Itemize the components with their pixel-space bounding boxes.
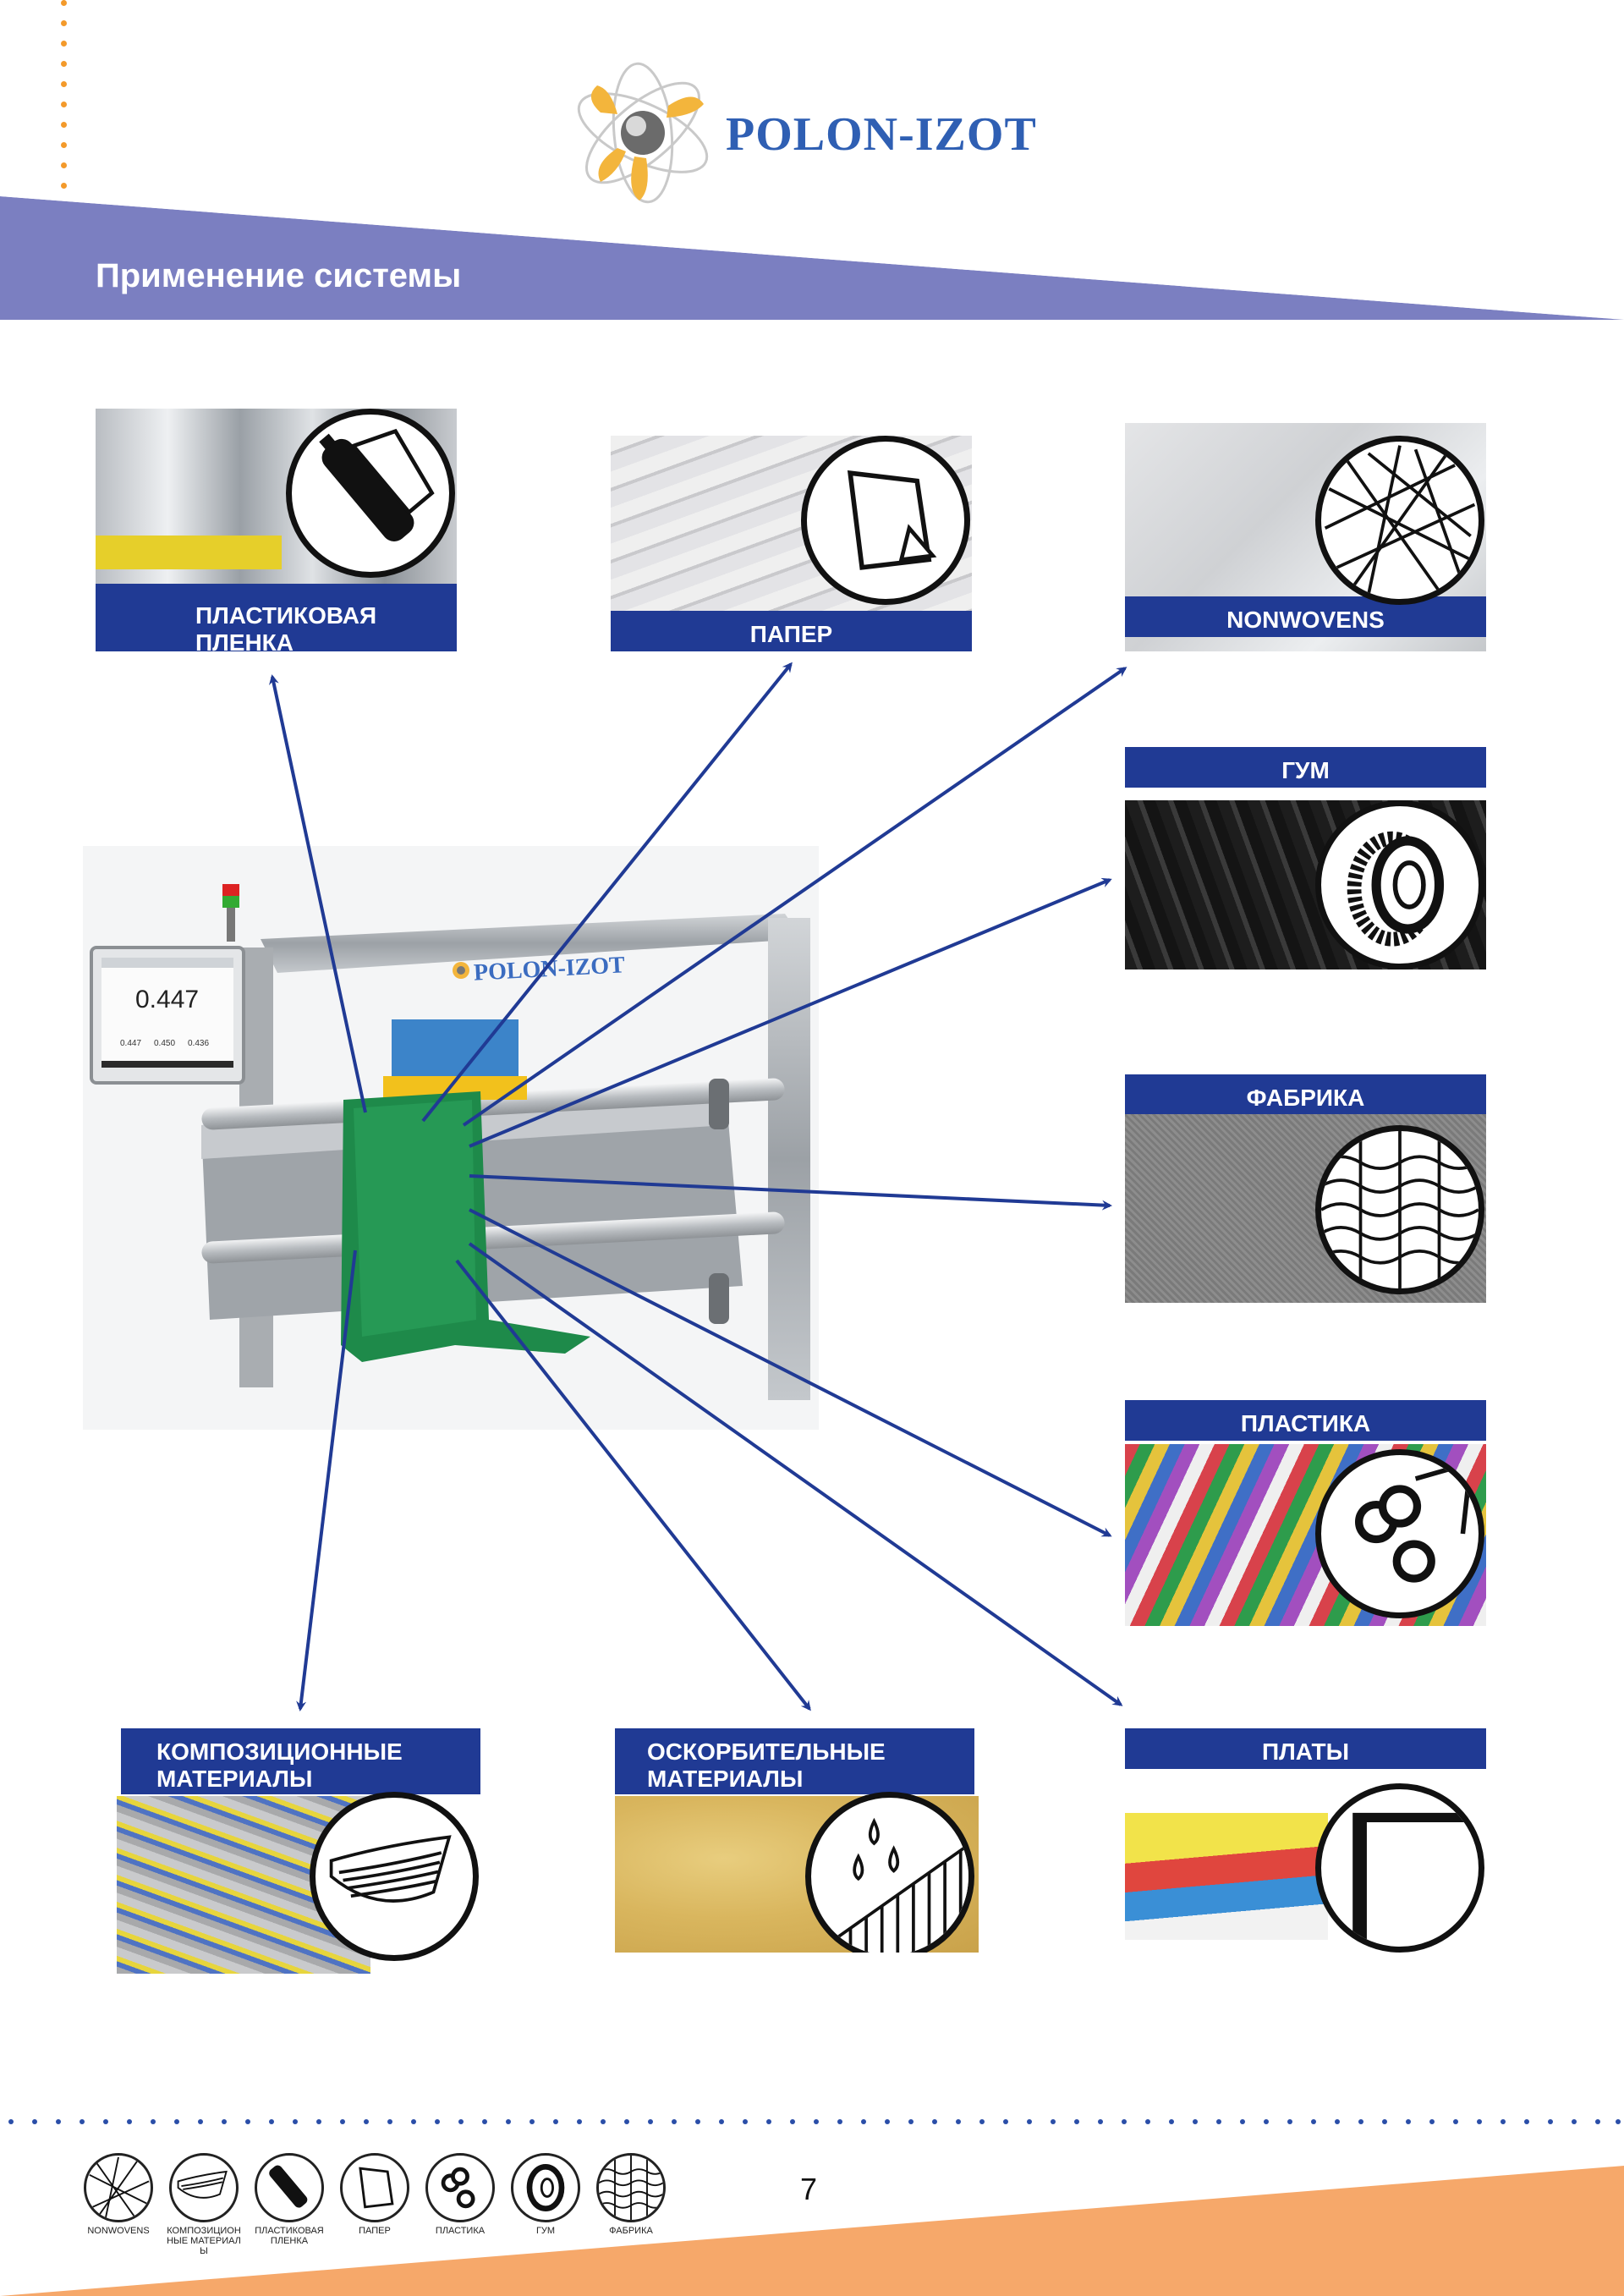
film-roll-icon xyxy=(255,2153,324,2222)
composite-layers-icon xyxy=(310,1792,479,1961)
legend-item-plastic-film: ПЛАСТИКОВАЯ ПЛЕНКА xyxy=(251,2153,327,2246)
legend-item-paper: ПАПЕР xyxy=(337,2153,413,2236)
arrow-plastic-film xyxy=(269,674,367,1113)
absorbent-drops-icon xyxy=(805,1792,974,1953)
application-panel-nonwovens: NONWOVENS xyxy=(1125,423,1486,651)
paper-sheet-icon xyxy=(801,436,970,605)
legend-item-rubber: ГУМ xyxy=(508,2153,584,2236)
plastic-pellets-icon xyxy=(1315,1449,1484,1618)
film-roll-icon xyxy=(286,409,455,578)
application-panel-fabric: ФАБРИКА xyxy=(1125,1074,1486,1303)
arrow-fabric xyxy=(469,1174,1112,1211)
arrow-plastic xyxy=(469,1208,1112,1537)
composites-label: КОМПОЗИЦИОННЫЕ МАТЕРИАЛЫ xyxy=(121,1728,480,1794)
legend-item-composites: КОМПОЗИЦИОННЫЕ МАТЕРИАЛЫ xyxy=(166,2153,242,2256)
arrow-boards xyxy=(468,1242,1123,1706)
application-panel-absorbents: ОСКОРБИТЕЛЬНЫЕ МАТЕРИАЛЫ xyxy=(615,1728,979,1953)
paper-sheet-icon xyxy=(340,2153,409,2222)
weave-icon xyxy=(596,2153,666,2222)
footer-orange-band xyxy=(0,2166,1624,2296)
logo-wordmark: POLON-IZOT xyxy=(726,108,1037,161)
application-panel-plastic-film: ПЛАСТИКОВАЯ ПЛЕНКА xyxy=(96,409,457,651)
application-panel-plastic: ПЛАСТИКА xyxy=(1125,1400,1486,1629)
nonwoven-fibers-icon xyxy=(84,2153,153,2222)
boards-label: ПЛАТЫ xyxy=(1125,1728,1486,1769)
arrow-composites xyxy=(296,1250,357,1711)
composite-layers-icon xyxy=(169,2153,239,2222)
fabric-label: ФАБРИКА xyxy=(1125,1074,1486,1115)
arrow-absorbents xyxy=(455,1259,811,1711)
footer-dotted-rule xyxy=(0,2119,1624,2126)
arrow-nonwovens xyxy=(462,667,1127,1127)
measurement-system-photo: 0.447 0.447 0.450 0.436 POLON-IZOT xyxy=(83,846,819,1430)
nonwovens-label: NONWOVENS xyxy=(1125,596,1486,637)
monitor-reading-3: 0.436 xyxy=(188,1039,210,1048)
absorbents-label: ОСКОРБИТЕЛЬНЫЕ МАТЕРИАЛЫ xyxy=(615,1728,974,1794)
paper-label: ПАПЕР xyxy=(611,611,972,651)
atom-logo-icon xyxy=(577,62,709,204)
header-band xyxy=(0,186,1624,320)
legend-item-fabric: ФАБРИКА xyxy=(593,2153,669,2236)
page-title: Применение системы xyxy=(96,257,462,294)
arrow-paper xyxy=(421,662,793,1123)
application-panel-paper: ПАПЕР xyxy=(611,436,972,651)
application-panel-boards: ПЛАТЫ xyxy=(1125,1728,1486,1957)
monitor-reading: 0.447 xyxy=(135,986,200,1013)
application-panel-composites: КОМПОЗИЦИОННЫЕ МАТЕРИАЛЫ xyxy=(117,1728,480,1974)
page-number: 7 xyxy=(800,2172,818,2206)
monitor-reading-1: 0.447 xyxy=(120,1039,142,1048)
arrow-rubber xyxy=(469,877,1112,1148)
plastic-film-label: ПЛАСТИКОВАЯ ПЛЕНКА xyxy=(96,584,457,651)
application-panel-rubber: ГУМ xyxy=(1125,747,1486,975)
board-corner-icon xyxy=(1315,1783,1484,1953)
rubber-label: ГУМ xyxy=(1125,747,1486,788)
tire-icon xyxy=(1315,800,1484,969)
tire-icon xyxy=(511,2153,580,2222)
weave-icon xyxy=(1315,1125,1484,1294)
plastic-label: ПЛАСТИКА xyxy=(1125,1400,1486,1441)
legend-item-nonwovens: NONWOVENS xyxy=(80,2153,156,2236)
company-logo xyxy=(567,55,719,211)
boards-photo xyxy=(1125,1813,1328,1940)
plastic-pellets-icon xyxy=(425,2153,495,2222)
monitor-reading-2: 0.450 xyxy=(154,1039,176,1048)
nonwoven-fibers-icon xyxy=(1315,436,1484,605)
legend-item-plastic: ПЛАСТИКА xyxy=(422,2153,498,2236)
